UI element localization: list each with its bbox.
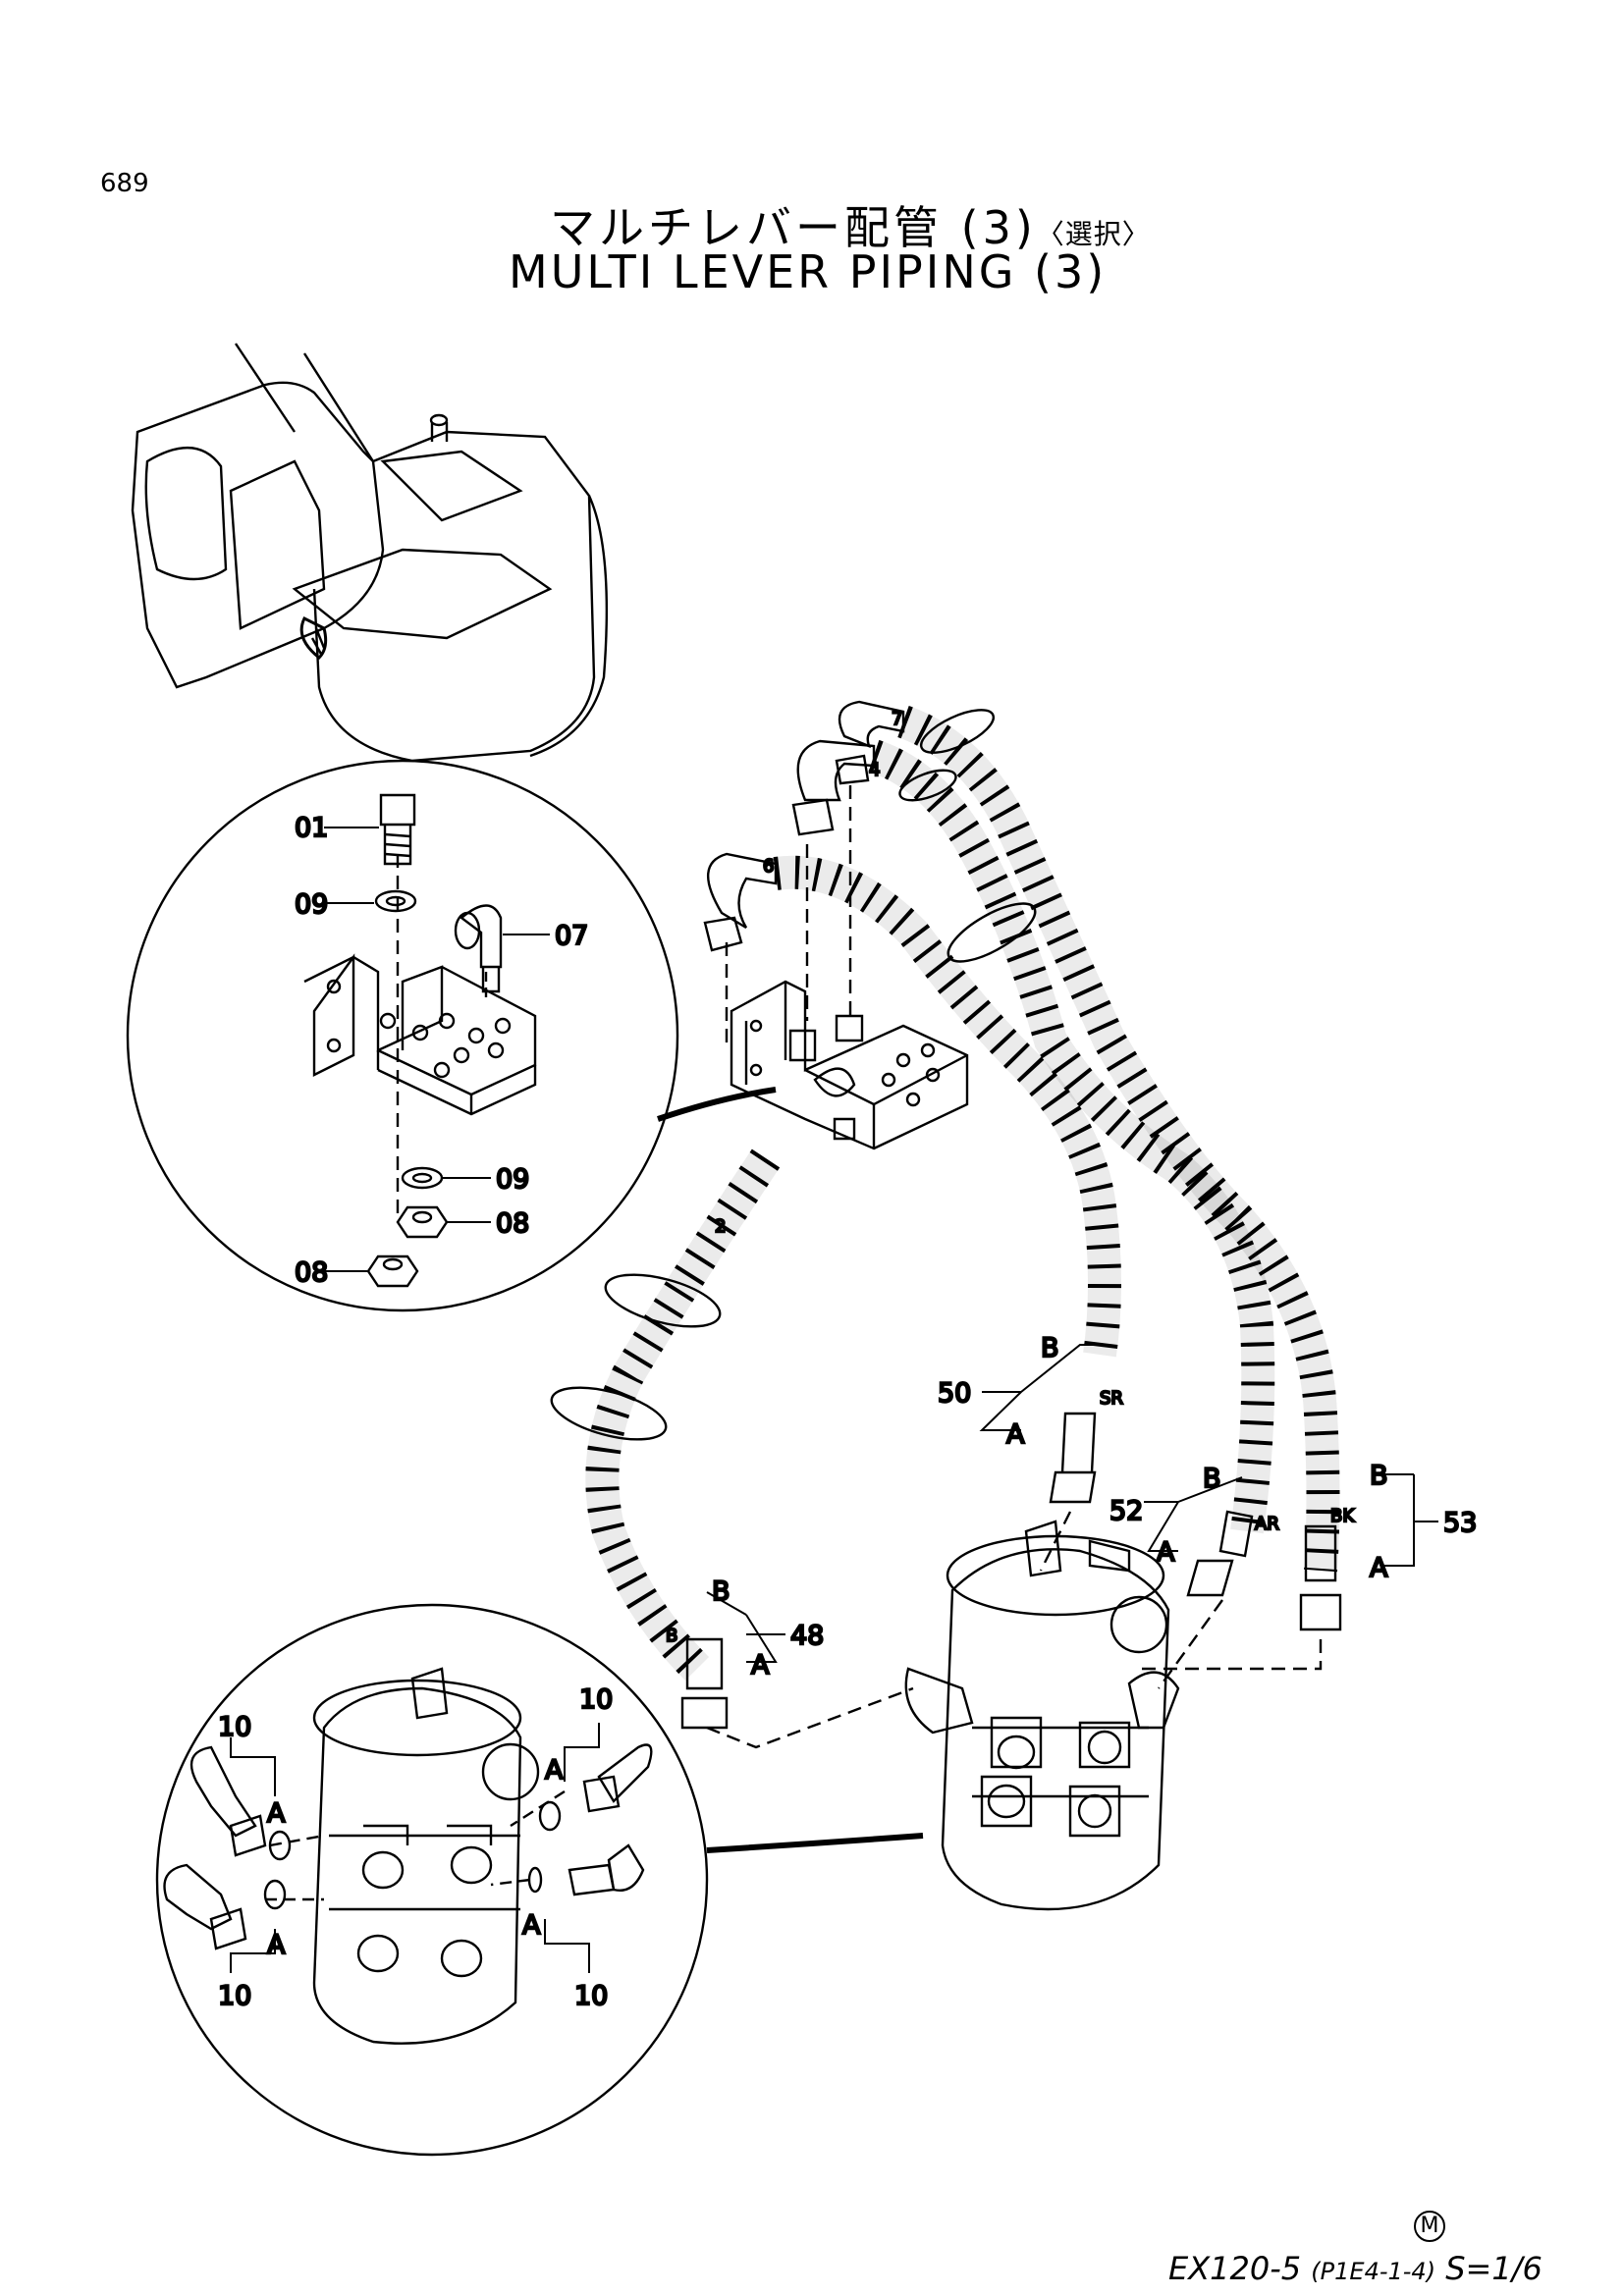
callout-48: 48 (790, 1621, 824, 1651)
footer-model-code: (P1E4-1-4) (1311, 2258, 1436, 2285)
title-option-label: 〈選択〉 (1036, 218, 1151, 250)
hose-mark-sr: SR (1100, 1388, 1123, 1409)
hose-label-6: 6 (763, 856, 774, 877)
end-a-48: A (751, 1650, 770, 1681)
revision-mark: M (1414, 2211, 1445, 2242)
callout-09-lower: 09 (496, 1164, 529, 1195)
hose-mark-bk: BK (1330, 1506, 1355, 1526)
end-a-52: A (1157, 1537, 1175, 1568)
detail-circle-valve (155, 1603, 709, 2157)
title-japanese: マルチレバー配管 (3)〈選択〉 (550, 192, 1151, 257)
callout-07: 07 (555, 921, 588, 951)
end-a-50: A (1006, 1419, 1025, 1450)
page-number: 689 (100, 169, 149, 198)
end-a-ur: A (545, 1755, 564, 1786)
hose-label-7: 7 (892, 709, 902, 729)
footer-model-name: EX120-5 (1168, 2250, 1302, 2287)
callout-10-lower-right: 10 (574, 1981, 608, 2011)
end-a-ll: A (267, 1930, 286, 1960)
callout-50: 50 (938, 1378, 971, 1409)
callout-52: 52 (1109, 1496, 1143, 1526)
excavator-overview (131, 343, 609, 763)
callout-08-right: 08 (496, 1208, 529, 1239)
end-b-50: B (1041, 1333, 1059, 1363)
end-a-53: A (1370, 1553, 1388, 1583)
footer-scale: S=1/6 (1445, 2250, 1542, 2287)
callout-10-upper-left: 10 (218, 1712, 251, 1742)
hose-mark-ar: AR (1255, 1514, 1279, 1534)
callout-09-upper: 09 (295, 889, 328, 920)
hose-mark-b: B (666, 1626, 677, 1646)
hose-label-2: 2 (715, 1216, 726, 1237)
end-a-ul: A (267, 1798, 286, 1829)
callout-10-upper-right: 10 (579, 1684, 613, 1715)
main-assembly (550, 700, 1342, 1911)
end-b-52: B (1203, 1464, 1221, 1494)
end-a-lr: A (522, 1910, 541, 1941)
title-japanese-text: マルチレバー配管 (3) (550, 201, 1037, 254)
callout-01: 01 (295, 813, 328, 843)
title-english: MULTI LEVER PIPING (3) (509, 245, 1108, 298)
end-b-53: B (1370, 1461, 1388, 1491)
hose-label-4: 4 (869, 760, 880, 780)
callout-53: 53 (1443, 1508, 1477, 1538)
footer-model: EX120-5 (P1E4-1-4) S=1/6 (1168, 2250, 1542, 2287)
detail-circle-bracket (126, 759, 777, 1312)
callout-brackets (706, 1344, 1438, 1663)
callout-08-left: 08 (295, 1257, 328, 1288)
end-b-48: B (712, 1576, 730, 1607)
callout-10-lower-left: 10 (218, 1981, 251, 2011)
